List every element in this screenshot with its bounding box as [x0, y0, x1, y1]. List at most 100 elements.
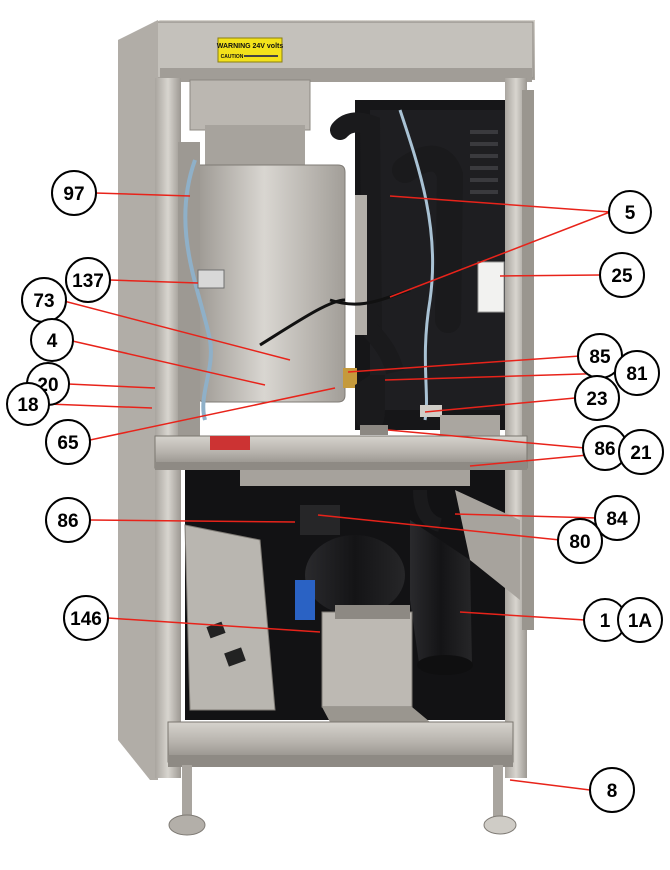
- bottom-rail-lip: [168, 755, 513, 767]
- callout-circle: [594, 495, 640, 541]
- callout-circle: [45, 419, 91, 465]
- callout-label: 80: [569, 532, 590, 553]
- callout-label: 86: [57, 511, 78, 532]
- leader-81: [384, 372, 616, 381]
- callout-circle: [617, 597, 663, 643]
- machine-frame: [118, 20, 535, 836]
- middle-rail-lip: [155, 462, 527, 470]
- callout-146: 146: [63, 595, 109, 641]
- callout-circle: [618, 429, 664, 475]
- callout-label: 81: [626, 364, 648, 385]
- drain-tray: [240, 470, 470, 486]
- callout-circle: [6, 382, 50, 426]
- warning-label: WARNING 24V volts CAUTION: [217, 37, 284, 63]
- callout-label: 1: [600, 611, 611, 632]
- sensor-block: [197, 269, 225, 289]
- leader-8: [509, 779, 591, 791]
- insulated-pipe-right: [392, 145, 464, 333]
- black-elbow-fitting: [355, 375, 385, 430]
- leader-146: [107, 617, 321, 633]
- callout-137: 137: [65, 257, 111, 303]
- callout-84: 84: [594, 495, 640, 541]
- callout-circle: [557, 518, 603, 564]
- callout-label: 23: [586, 389, 607, 410]
- callout-label: 21: [630, 443, 652, 464]
- top-rail-lip: [160, 68, 532, 82]
- callout-73: 73: [21, 277, 67, 323]
- callout-circle: [65, 257, 111, 303]
- right-foot-stem: [493, 765, 503, 820]
- callout-label: 97: [63, 184, 84, 205]
- callout-18: 18: [6, 382, 50, 426]
- left-foot-stem: [182, 765, 192, 820]
- red-tab: [210, 436, 250, 450]
- lower-left-panel: [184, 524, 276, 711]
- small-bracket: [440, 415, 500, 437]
- callout-97: 97: [51, 170, 97, 216]
- leader-20: [67, 383, 156, 389]
- callout-circle: [608, 190, 652, 234]
- callout-label: 86: [594, 439, 615, 460]
- leader-1: [459, 611, 586, 621]
- leader-5a: [389, 195, 611, 213]
- callout-label: 73: [33, 291, 54, 312]
- hose-clamp: [360, 425, 388, 435]
- callout-1A: 1A: [617, 597, 663, 643]
- pump-inlet: [300, 505, 340, 535]
- callout-23: 23: [574, 375, 620, 421]
- vent-slots: [470, 130, 498, 194]
- leader-5b: [389, 211, 611, 298]
- callout-21: 21: [618, 429, 664, 475]
- leader-86a: [89, 519, 296, 523]
- callout-label: 85: [589, 347, 611, 368]
- callout-circle: [614, 350, 660, 396]
- leader-4: [67, 339, 266, 386]
- control-box: [321, 611, 413, 708]
- upper-box: [189, 79, 311, 131]
- warning-label-title: WARNING 24V volts: [217, 43, 284, 50]
- callout-label: 1A: [628, 611, 653, 632]
- callout-label: 18: [17, 395, 38, 416]
- copper-line: [355, 195, 367, 335]
- left-side-panel: [118, 20, 158, 780]
- left-front-post: [155, 78, 181, 778]
- callout-81: 81: [614, 350, 660, 396]
- callout-label: 146: [70, 609, 102, 630]
- label-sticker-2: [224, 647, 246, 667]
- leader-25: [499, 274, 601, 277]
- callout-80: 80: [557, 518, 603, 564]
- leader-80: [317, 514, 561, 541]
- callout-8: 8: [589, 767, 635, 813]
- loop-hose: [413, 489, 443, 532]
- leader-84: [454, 513, 598, 519]
- right-foot-pad: [483, 815, 517, 835]
- leader-86b: [387, 429, 586, 449]
- callout-1: 1: [583, 598, 627, 642]
- control-box-base: [322, 707, 430, 722]
- callout-circle: [30, 318, 74, 362]
- pump-motor: [305, 535, 405, 615]
- left-foot-pad: [168, 814, 206, 836]
- black-hose: [259, 298, 346, 347]
- lower-right-panel: [455, 490, 520, 600]
- callout-circle: [599, 252, 645, 298]
- callout-circle: [574, 375, 620, 421]
- warning-label-plate: [217, 37, 283, 63]
- callout-circle: [45, 497, 91, 543]
- blue-connector: [295, 580, 315, 620]
- callout-label: 137: [72, 271, 104, 292]
- callout-25: 25: [599, 252, 645, 298]
- wire-bundle-left: [183, 159, 213, 421]
- drain-hose-end: [417, 655, 473, 675]
- callout-label: 65: [57, 433, 79, 454]
- callout-label: 25: [611, 266, 633, 287]
- callout-label: 84: [606, 509, 628, 530]
- callout-circle: [589, 767, 635, 813]
- callout-4: 4: [30, 318, 74, 362]
- upper-box-lower: [205, 125, 305, 165]
- warning-label-caution: CAUTION: [221, 54, 244, 60]
- leader-65: [89, 387, 336, 441]
- leader-18: [47, 403, 153, 409]
- callout-86a: 86: [45, 497, 91, 543]
